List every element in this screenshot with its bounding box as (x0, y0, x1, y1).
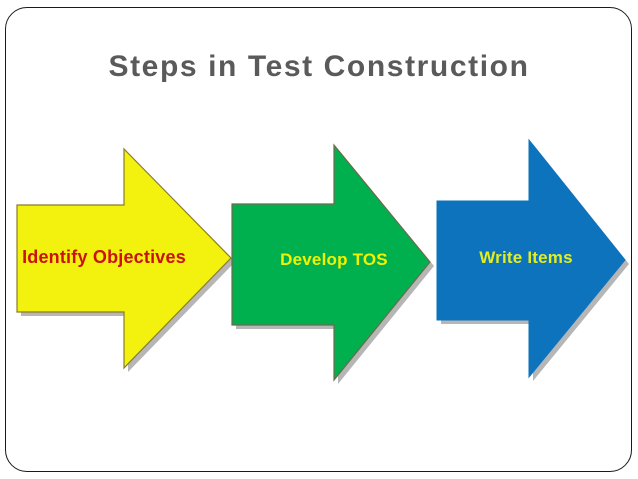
arrow-body (16, 147, 232, 370)
process-step-2-label: Develop TOS (280, 250, 388, 269)
page-title: Steps in Test Construction (108, 50, 530, 83)
process-step-2-develop-tos[interactable] (226, 140, 438, 390)
arrow-body (231, 143, 431, 382)
arrow-body (436, 138, 626, 379)
arrow-shape-green (231, 143, 434, 384)
process-step-1-label: Identify Objectives (22, 247, 186, 267)
arrow-shape-yellow (16, 147, 235, 372)
process-step-3-write-items[interactable] (430, 135, 636, 390)
process-step-3-label: Write Items (479, 248, 573, 267)
arrow-shape-blue (436, 138, 629, 381)
process-step-1-identify-objectives[interactable] (0, 140, 236, 380)
